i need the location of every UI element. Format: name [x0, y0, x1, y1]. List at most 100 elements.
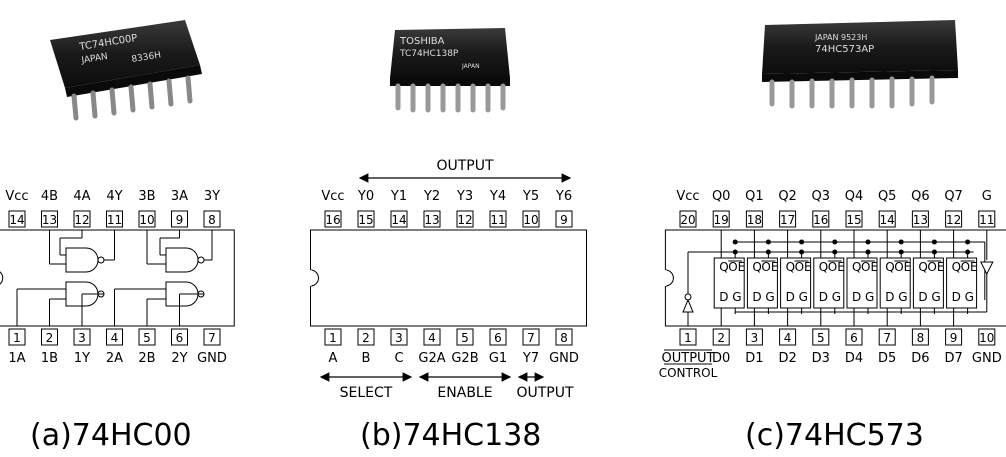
latch-oe-label: OE	[728, 260, 745, 274]
inverter-bubble	[97, 256, 105, 264]
pin-name: 1B	[41, 351, 58, 366]
pin-name: Y6	[555, 189, 572, 204]
pin-name: 4Y	[106, 189, 122, 204]
latch-cell	[813, 257, 845, 309]
chip-photo-74hc00: TC74HC00P JAPAN 8336H	[50, 20, 202, 121]
pin-number: 15	[358, 213, 373, 227]
pin-name: Q4	[845, 189, 864, 204]
pin-box	[712, 210, 730, 228]
caption-74hc573: (c)74HC573	[745, 418, 924, 453]
ic-body	[0, 229, 235, 327]
pin-number: 9	[176, 213, 184, 227]
pin-box	[712, 328, 730, 346]
inverter-bubble	[684, 293, 692, 301]
pin-name: GND	[197, 351, 227, 366]
pin-number: 10	[523, 213, 538, 227]
pin-name: Q5	[878, 189, 897, 204]
pin-name: D4	[845, 351, 863, 366]
pin-number: 4	[784, 331, 792, 345]
pin-number: 2	[362, 331, 370, 345]
ic-notch	[665, 269, 674, 287]
pin-box	[357, 210, 375, 228]
output-label: OUTPUT	[436, 158, 494, 174]
latch-cell	[879, 257, 911, 309]
junction-dot	[965, 239, 971, 245]
pin-number: 5	[461, 331, 469, 345]
junction-dot	[931, 239, 937, 245]
pin-number: 13	[913, 213, 928, 227]
pin-number: 1	[684, 331, 692, 345]
pin-number: 16	[325, 213, 340, 227]
pin-box	[978, 210, 996, 228]
pin-number: 7	[883, 331, 891, 345]
pin-name: 3B	[138, 189, 155, 204]
pin-box	[945, 210, 963, 228]
pin-box	[324, 328, 342, 346]
pin-box	[456, 328, 474, 346]
ic-notch	[310, 269, 319, 287]
pin-name: Q2	[778, 189, 797, 204]
chip-marking-line: TC74HC138P	[399, 49, 459, 59]
pin-name: 3Y	[204, 189, 220, 204]
pin-name: GND	[549, 351, 579, 366]
pin-box	[911, 210, 929, 228]
pin-name: G	[982, 189, 992, 204]
pinout-74hc573: Vcc20Q019Q118Q217Q316Q415Q514Q613Q712G11…	[659, 189, 1006, 380]
latch-oe-label: OE	[795, 260, 812, 274]
junction-dot	[732, 239, 738, 245]
pin-name: D7	[944, 351, 962, 366]
pinout-74hc138: Vcc16Y015Y114Y213Y312Y411Y510Y691A2B3C4G…	[309, 158, 587, 401]
pin-box	[745, 328, 763, 346]
pin-number: 11	[490, 213, 505, 227]
pin-number: 2	[46, 331, 54, 345]
pin-number: 13	[424, 213, 439, 227]
latch-cell	[912, 257, 944, 309]
latch-oe-label: OE	[894, 260, 911, 274]
junction-dot	[799, 239, 805, 245]
pin-box	[357, 328, 375, 346]
chip-marking-line: JAPAN 9523H	[814, 33, 867, 42]
caption-74hc00: (a)74HC00	[30, 418, 192, 453]
pin-name: Vcc	[676, 189, 699, 204]
pin-name: Y2	[423, 189, 440, 204]
latch-d-label: D	[719, 290, 728, 304]
latch-g-label: G	[799, 290, 808, 304]
pin-box	[203, 328, 221, 346]
pin-box	[390, 328, 408, 346]
g-buffer-triangle	[979, 261, 994, 276]
pin-number: 4	[111, 331, 119, 345]
pin-number: 3	[78, 331, 86, 345]
pin-name: Q1	[745, 189, 764, 204]
pin-name: 3A	[171, 189, 188, 204]
pin-box	[171, 210, 188, 228]
latch-g-label: G	[732, 290, 741, 304]
latch-oe-label: OE	[961, 260, 978, 274]
pin-name: 4B	[41, 189, 58, 204]
pin-name: D3	[812, 351, 830, 366]
pin-number: 2	[717, 331, 725, 345]
latch-d-label: D	[819, 290, 828, 304]
pin-number: 19	[714, 213, 729, 227]
pin-number: 6	[176, 331, 184, 345]
pin-box	[812, 328, 830, 346]
pin-box	[106, 210, 123, 228]
pin-box	[555, 328, 573, 346]
latch-oe-label: OE	[861, 260, 878, 274]
ic-body	[310, 229, 587, 327]
pin-name: A	[329, 351, 338, 366]
pin-name: G1	[489, 351, 507, 366]
junction-dot	[832, 239, 838, 245]
pin-number: 6	[494, 331, 502, 345]
pin-box	[423, 210, 441, 228]
pin-name: Y7	[522, 351, 539, 366]
pin-number: 15	[846, 213, 861, 227]
nand-gate	[65, 247, 99, 273]
latch-g-label: G	[765, 290, 774, 304]
pin-box	[779, 328, 797, 346]
pin-box	[679, 328, 697, 346]
pin-name: G2A	[418, 351, 445, 366]
pin-name: Q3	[812, 189, 831, 204]
pin-name: 2Y	[171, 351, 187, 366]
pin-name: G2B	[451, 351, 478, 366]
ic-notch-gap	[309, 270, 312, 286]
